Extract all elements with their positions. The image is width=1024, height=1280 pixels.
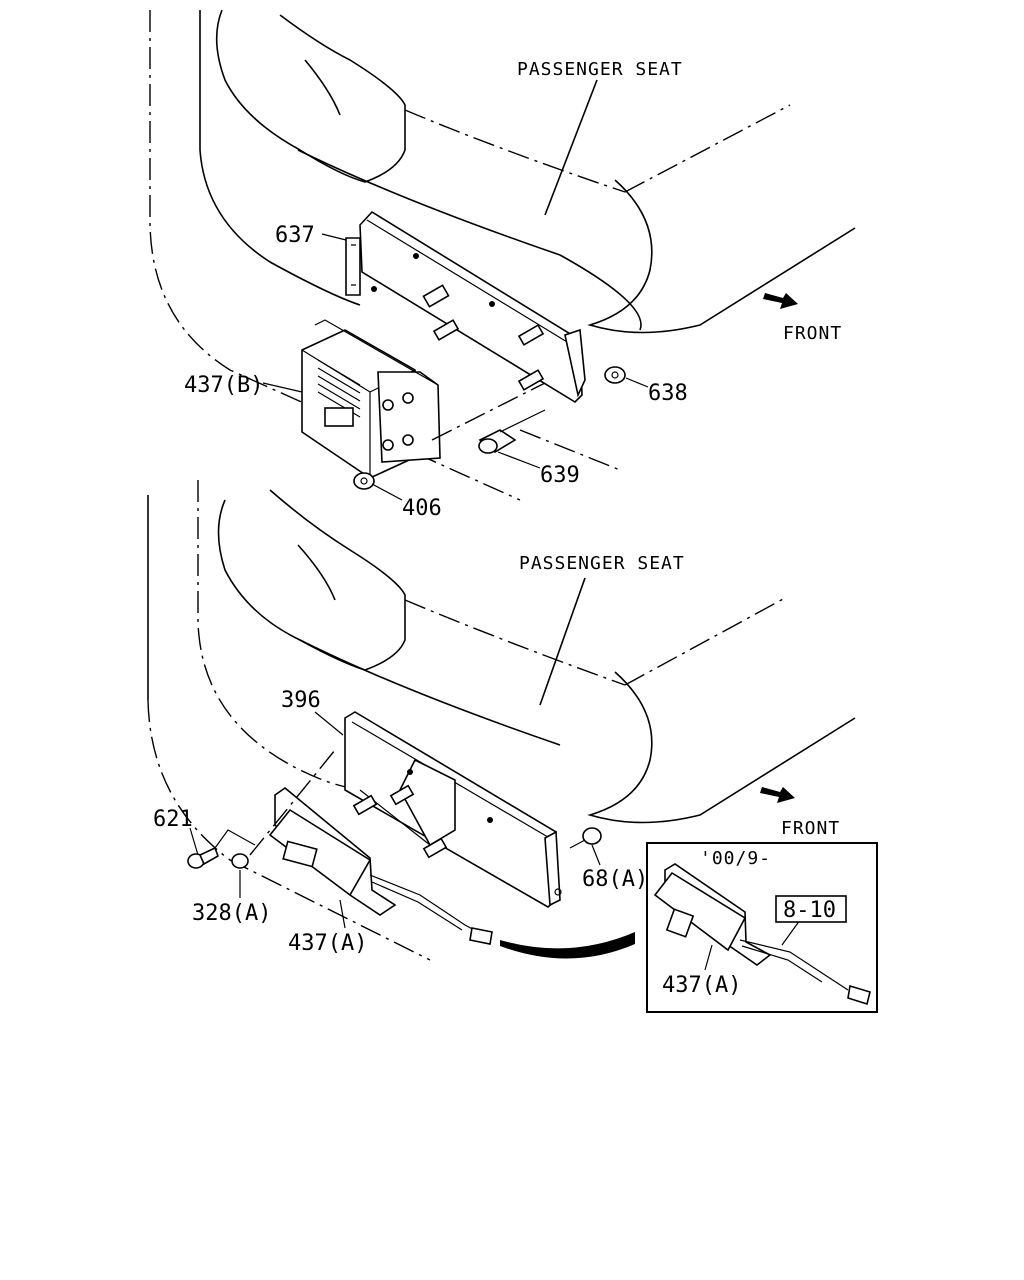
inset-callout-437a: 437(A) [662,973,741,998]
callout-637: 637 [275,223,315,248]
bottom-view: PASSENGER SEAT FRONT 396 621 328(A) 437(… [147,480,856,961]
callout-437a: 437(A) [288,931,367,956]
leaders-bottom [189,711,635,959]
callout-621: 621 [153,807,193,832]
seat-label-bottom: PASSENGER SEAT [519,553,685,574]
module-437b [301,319,441,479]
callout-68a: 68(A) [582,867,648,892]
callout-638: 638 [648,381,688,406]
inset-date-note: '00/9- [700,848,771,869]
module-437a [268,786,493,945]
callout-396: 396 [281,688,321,713]
callout-328a: 328(A) [192,901,271,926]
seat-outline-bottom [147,480,856,961]
callout-639: 639 [540,463,580,488]
nut-328a [231,853,249,869]
nut-638 [604,366,626,384]
front-label-bottom: FRONT [781,818,840,839]
top-view: PASSENGER SEAT FRONT 637 437(B) 638 639 … [149,9,856,521]
bracket-637 [345,210,586,404]
ref-box-label: 8-10 [783,898,836,923]
inset-module-437a [653,863,871,1006]
callout-406: 406 [402,496,442,521]
bolt-621 [187,846,219,869]
leaders-top [262,233,649,501]
front-label-top: FRONT [783,323,842,344]
nut-406 [353,472,375,490]
callout-437b: 437(B) [184,373,263,398]
ref-box [775,895,847,923]
bracket-396 [344,711,562,908]
nut-68a [569,827,602,849]
inset-box: '00/9- 8-10 437(A) [646,842,878,1013]
bolt-639 [478,409,546,454]
seat-outline-top [149,9,856,501]
seat-label-top: PASSENGER SEAT [517,59,683,80]
front-arrow-top-icon [763,293,798,309]
front-arrow-bottom-icon [760,787,795,803]
